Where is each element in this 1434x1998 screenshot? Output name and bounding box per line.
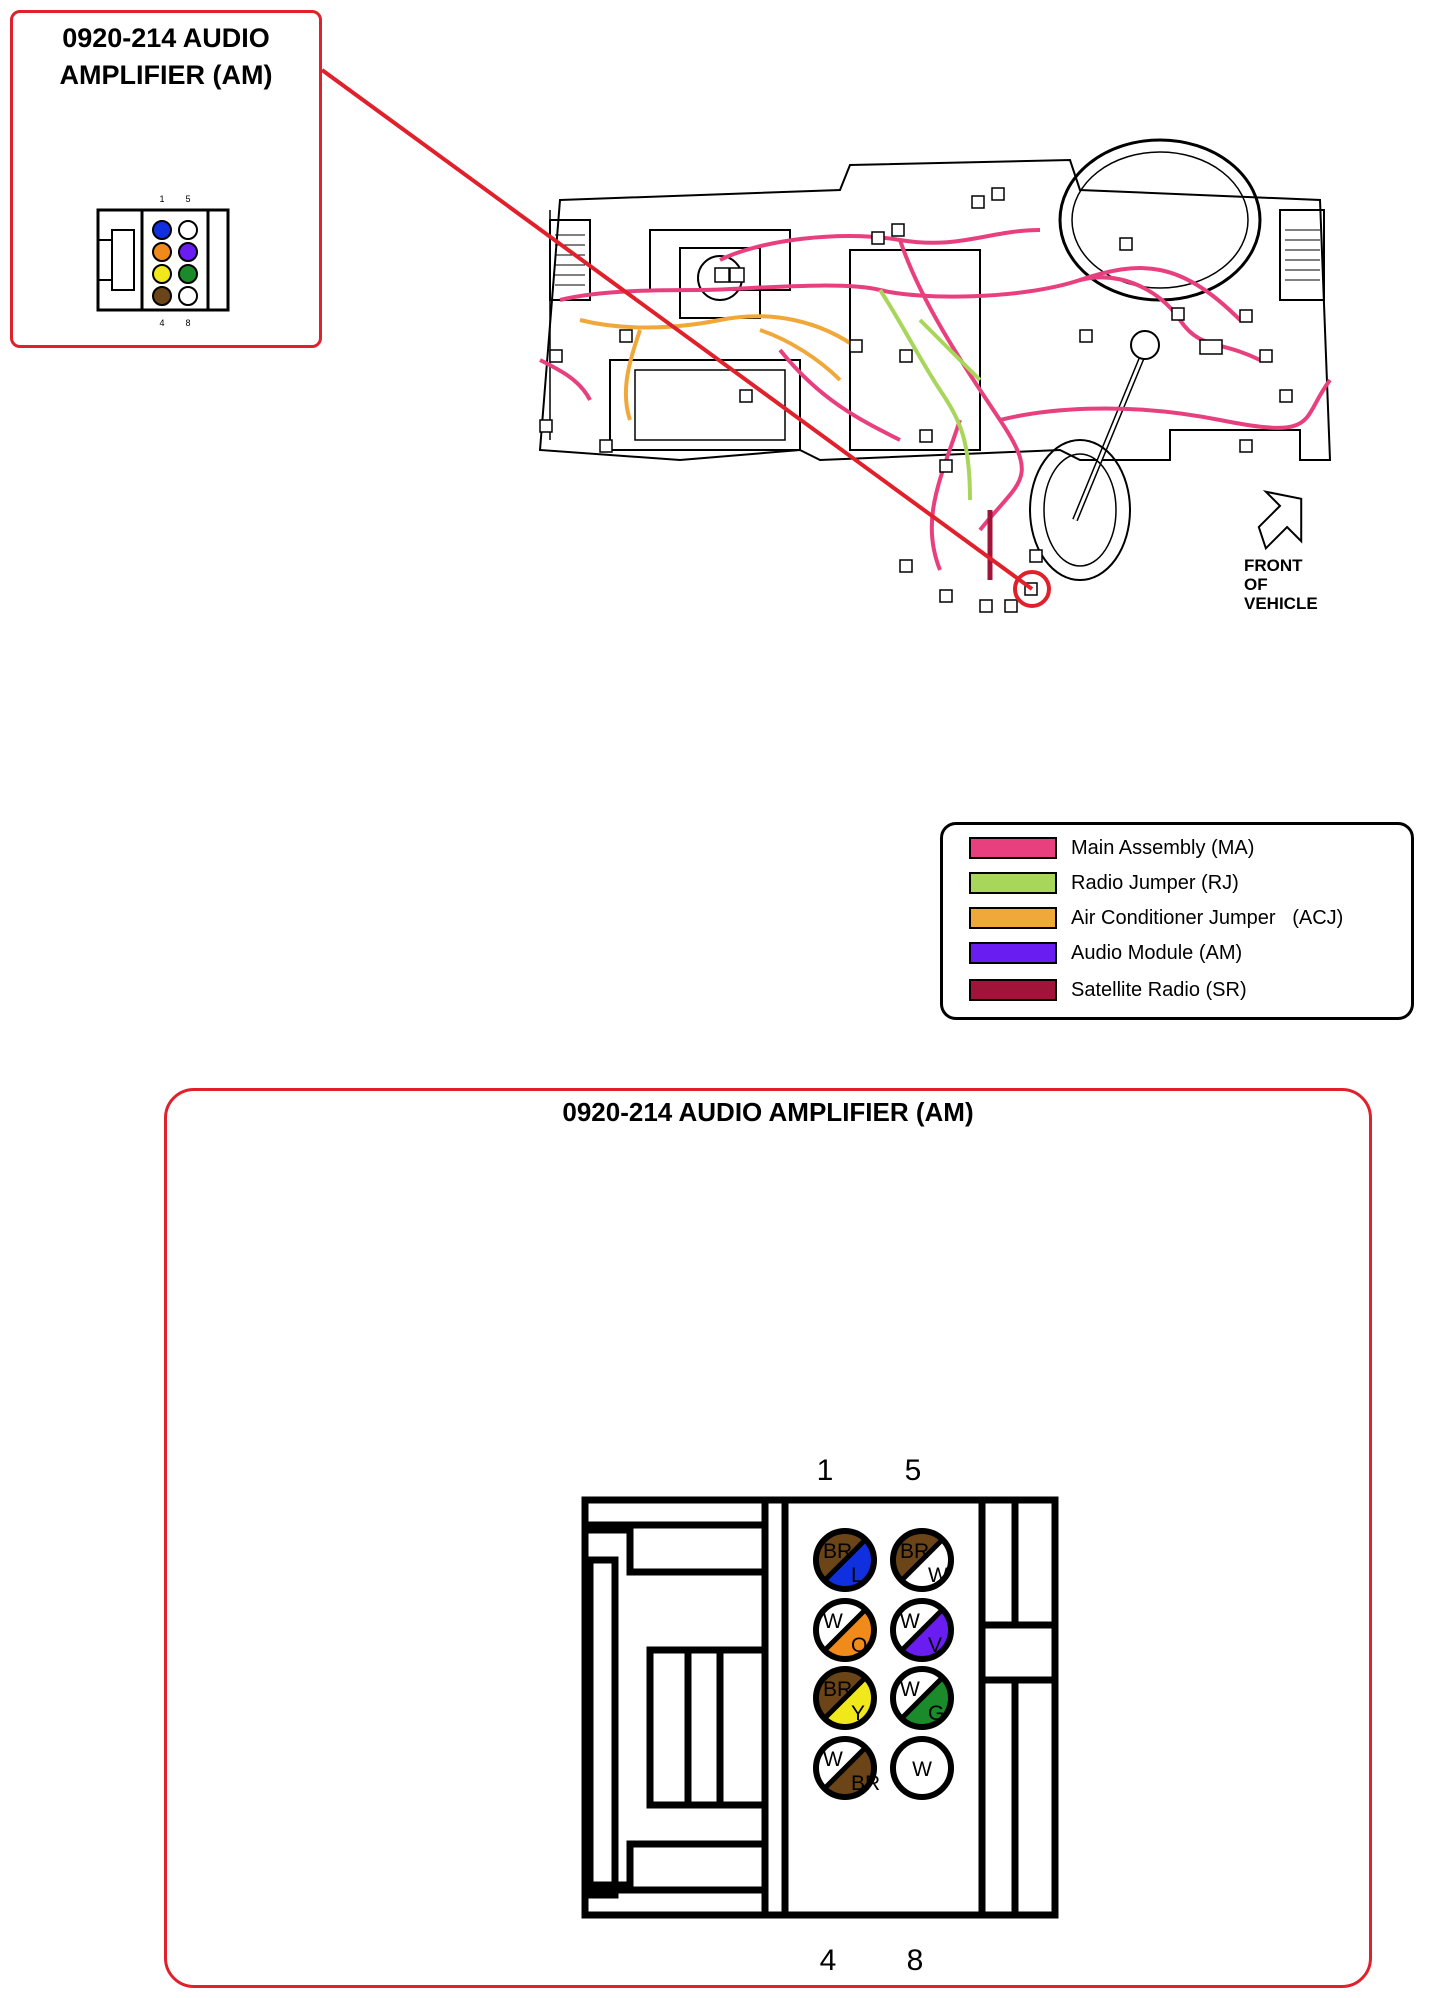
svg-text:1: 1: [159, 194, 164, 204]
pin-secondary-fill: [824, 1539, 874, 1589]
pin-divider: [899, 1607, 945, 1653]
front-of-vehicle-label: FRONT OF VEHICLE: [1244, 556, 1364, 613]
legend-swatch: [969, 907, 1057, 929]
pin-ring: [813, 1666, 877, 1730]
pin-secondary-label: G: [928, 1702, 944, 1725]
pin-divider: [822, 1675, 868, 1721]
callout-connector-icon: 1 5 4 8: [96, 194, 230, 328]
pin-secondary-fill: [901, 1609, 951, 1659]
pin-secondary-fill: [824, 1747, 874, 1797]
legend-swatch: [969, 979, 1057, 1001]
pin-5: BRW: [890, 1528, 954, 1592]
legend-box: Main Assembly (MA) Radio Jumper (RJ) Air…: [940, 822, 1414, 1020]
pin-secondary-label: V: [928, 1634, 942, 1657]
svg-text:4: 4: [159, 318, 164, 328]
svg-text:8: 8: [185, 318, 190, 328]
pin-primary-label: W: [900, 1610, 920, 1633]
pin-divider: [899, 1537, 945, 1583]
pin-secondary-label: BR: [851, 1772, 880, 1795]
front-label-line2: OF: [1244, 575, 1268, 594]
legend-label: Air Conditioner Jumper (ACJ): [1071, 906, 1344, 929]
pin-primary-label: W: [912, 1758, 932, 1781]
legend-swatch: [969, 837, 1057, 859]
front-label-line3: VEHICLE: [1244, 594, 1318, 613]
pin-label-5: 5: [905, 1454, 922, 1487]
legend-label: Radio Jumper (RJ): [1071, 871, 1239, 894]
legend-item-main-assembly: Main Assembly (MA): [969, 835, 1254, 861]
legend-swatch: [969, 942, 1057, 964]
pin-secondary-fill: [824, 1677, 874, 1727]
pin-6: WV: [890, 1598, 954, 1662]
pin-4: W BR: [813, 1736, 880, 1800]
pin-1: BRL: [813, 1528, 877, 1592]
legend-label: Main Assembly (MA): [1071, 836, 1255, 859]
pin-ring: [890, 1666, 954, 1730]
pin-divider: [822, 1607, 868, 1653]
pin-ring: [813, 1736, 877, 1800]
pin-secondary-label: W: [928, 1564, 948, 1587]
pin-secondary-label: O: [851, 1634, 867, 1657]
pin-ring: [813, 1598, 877, 1662]
callout-title: 0920-214 AUDIO AMPLIFIER (AM): [10, 20, 322, 94]
pin-label-1: 1: [817, 1454, 834, 1487]
legend-item-air-conditioner-jumper: Air Conditioner Jumper (ACJ): [969, 905, 1343, 931]
pin-divider: [822, 1745, 868, 1791]
leader-line: [320, 68, 1034, 591]
front-label-line1: FRONT: [1244, 556, 1303, 575]
pin-primary-fill: [893, 1739, 951, 1797]
pin-primary-label: W: [823, 1748, 843, 1771]
legend-item-satellite-radio: Satellite Radio (SR): [969, 977, 1247, 1003]
pin-primary-label: BR: [823, 1678, 852, 1701]
pin-divider: [822, 1537, 868, 1583]
legend-label: Audio Module (AM): [1071, 941, 1243, 964]
callout-title-line1: 0920-214 AUDIO: [62, 23, 270, 53]
pin-primary-label: BR: [823, 1540, 852, 1563]
pin-8: W: [890, 1736, 954, 1800]
dashboard-harness-diagram: [538, 138, 1332, 613]
pin-ring: [813, 1528, 877, 1592]
pin-ring: [890, 1598, 954, 1662]
pin-primary-label: W: [900, 1678, 920, 1701]
legend-item-radio-jumper: Radio Jumper (RJ): [969, 870, 1239, 896]
pin-label-4: 4: [820, 1944, 837, 1977]
legend-swatch: [969, 872, 1057, 894]
callout-title-line2: AMPLIFIER (AM): [59, 60, 273, 90]
pin-3: BRY: [813, 1666, 877, 1730]
legend-label: Satellite Radio (SR): [1071, 978, 1247, 1001]
pin-7: WG: [890, 1666, 954, 1730]
pin-secondary-fill: [901, 1677, 951, 1727]
svg-text:5: 5: [185, 194, 190, 204]
pin-secondary-fill: [824, 1609, 874, 1659]
pin-ring: [890, 1736, 954, 1800]
pin-secondary-label: Y: [851, 1702, 865, 1725]
pin-secondary-label: L: [851, 1564, 863, 1587]
pin-2: WO: [813, 1598, 877, 1662]
pin-ring: [890, 1528, 954, 1592]
legend-item-audio-module: Audio Module (AM): [969, 940, 1242, 966]
detail-title: 0920-214 AUDIO AMPLIFIER (AM): [562, 1097, 974, 1127]
pin-secondary-fill: [901, 1539, 951, 1589]
pin-label-8: 8: [907, 1944, 924, 1977]
pin-primary-label: W: [823, 1610, 843, 1633]
pin-primary-label: BR: [900, 1540, 929, 1563]
pin-divider: [899, 1675, 945, 1721]
